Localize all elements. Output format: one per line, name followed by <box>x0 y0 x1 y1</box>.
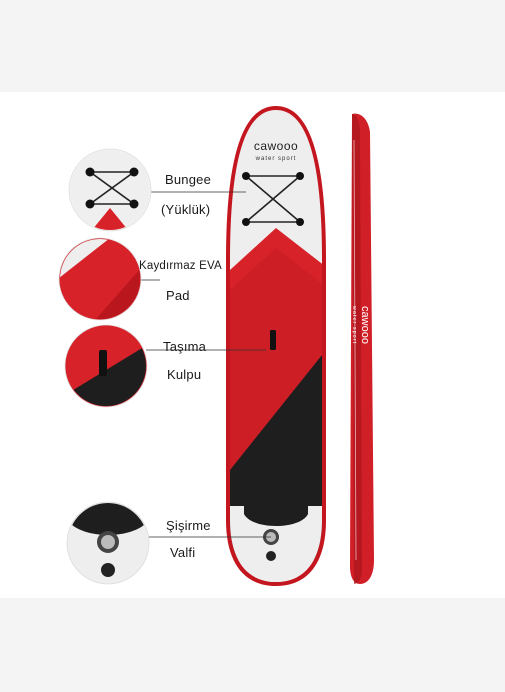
callout-bungee-line2: (Yüklük) <box>161 202 211 217</box>
zoom-circle-valve <box>66 501 150 585</box>
callout-valve-line2: Valfi <box>170 545 196 560</box>
board-logo: cawooo <box>254 139 298 153</box>
callout-eva-line1: Kaydırmaz EVA <box>139 260 222 272</box>
zoom-circle-eva-pad <box>58 237 142 321</box>
callout-eva-line2: Pad <box>166 288 190 303</box>
side-tagline: water sport <box>351 305 357 344</box>
callout-valve-line1: Şişirme <box>166 518 211 533</box>
board-side-view <box>350 113 374 584</box>
board-tagline: water sport <box>255 156 297 162</box>
callout-bungee-line1: Bungee <box>165 172 212 187</box>
board-top-view <box>226 106 326 586</box>
callout-handle-line2: Kulpu <box>167 367 202 382</box>
side-logo: cawooo <box>359 306 371 344</box>
callout-handle-line1: Taşıma <box>163 339 207 354</box>
bungee-cords <box>245 175 301 223</box>
carry-handle-icon <box>270 330 276 350</box>
zoom-circle-carry-handle <box>64 324 148 408</box>
zoom-circle-bungee <box>68 148 152 232</box>
